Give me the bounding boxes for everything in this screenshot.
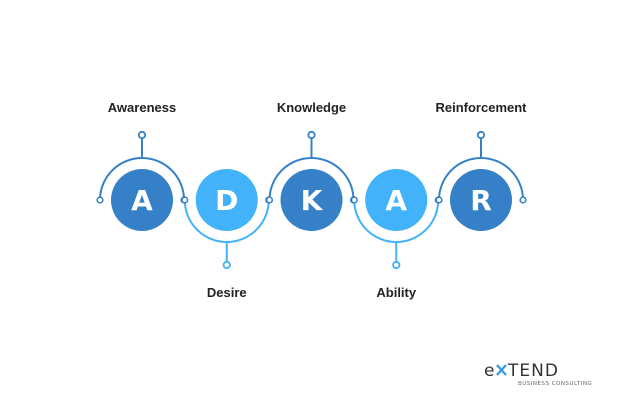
logo-name: e — [484, 361, 495, 381]
step-letter: K — [301, 184, 324, 217]
logo-tagline: BUSINESS CONSULTING — [518, 381, 592, 387]
junction-dot — [350, 196, 358, 204]
step-circle — [365, 169, 428, 231]
junction-dot — [265, 196, 274, 204]
stem-dot — [137, 130, 147, 140]
stem-dot — [392, 260, 401, 270]
step-circle — [450, 169, 512, 231]
stem-dot — [476, 130, 486, 140]
stem-dot — [222, 260, 231, 270]
step-circle — [111, 169, 173, 231]
step-circle — [280, 169, 343, 231]
step-label: Desire — [207, 285, 247, 300]
connector-arc — [438, 157, 524, 201]
step-letter: A — [385, 184, 407, 217]
step-letter: D — [215, 184, 238, 217]
logo: e TEND BUSINESS CONSULTING — [484, 360, 604, 390]
step-label: Reinforcement — [435, 100, 527, 115]
step-circle — [195, 169, 258, 231]
connector-arc — [353, 199, 440, 243]
junction-dot — [181, 196, 189, 204]
extend-logo: e TEND BUSINESS CONSULTING — [484, 361, 592, 387]
stem-dot — [307, 130, 316, 140]
x-icon — [496, 364, 507, 376]
connector-arc — [99, 157, 185, 201]
step-label: Ability — [376, 285, 416, 300]
junction-dot — [519, 196, 527, 204]
connector-arc — [183, 199, 270, 243]
connector-arc — [268, 157, 355, 201]
step-label: Awareness — [108, 100, 176, 115]
svg-text:TEND: TEND — [507, 361, 559, 381]
junction-dot — [435, 196, 443, 204]
step-label: Knowledge — [277, 100, 346, 115]
junction-dot — [96, 196, 104, 204]
step-letter: A — [131, 184, 153, 217]
step-letter: R — [470, 184, 492, 217]
